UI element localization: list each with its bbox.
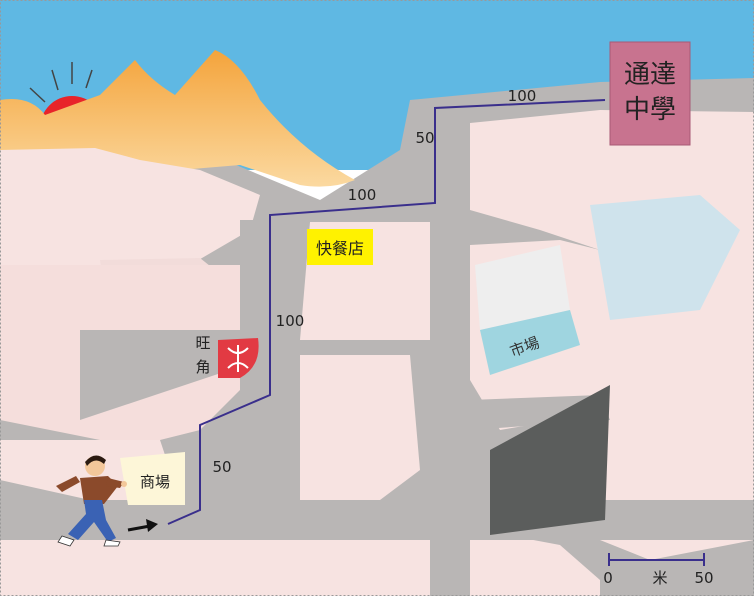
school-label-line1: 通達 bbox=[624, 60, 676, 90]
route-label-50-lower: 50 bbox=[212, 458, 231, 476]
route-label-50-upper: 50 bbox=[415, 129, 434, 147]
dark-building bbox=[490, 385, 610, 535]
mong-kok-label-1: 旺 bbox=[195, 334, 210, 352]
scale-unit: 米 bbox=[652, 569, 667, 587]
mtr-icon bbox=[227, 345, 249, 372]
start-arrow-icon bbox=[127, 519, 158, 532]
pale-building bbox=[590, 195, 740, 320]
mall: 商場 bbox=[120, 452, 185, 505]
walking-boy-icon bbox=[56, 455, 127, 547]
route-line bbox=[167, 99, 606, 525]
route-label-100-vertical: 100 bbox=[276, 312, 305, 330]
light-block bbox=[475, 245, 570, 330]
route-label-top-100: 100 bbox=[508, 87, 537, 105]
scale-end: 50 bbox=[694, 569, 713, 587]
fast-food: 快餐店 bbox=[307, 229, 373, 265]
school: 通達 中學 bbox=[609, 41, 691, 146]
school-label-line2: 中學 bbox=[624, 95, 676, 125]
fast-food-label: 快餐店 bbox=[316, 239, 364, 258]
scale-bar: 0 米 50 bbox=[603, 553, 714, 587]
mall-label: 商場 bbox=[140, 473, 170, 491]
market: 市場 bbox=[480, 310, 580, 375]
mong-kok-label-2: 角 bbox=[195, 358, 210, 376]
scale-start: 0 bbox=[603, 569, 613, 587]
route-label-100-middle: 100 bbox=[348, 186, 377, 204]
mtr-station: 旺 角 bbox=[195, 334, 259, 378]
